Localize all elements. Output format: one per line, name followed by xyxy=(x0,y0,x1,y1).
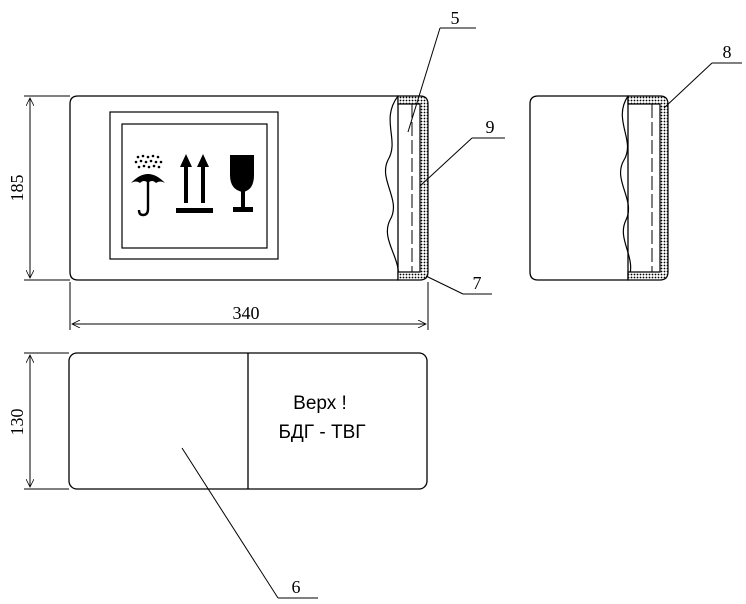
packaging-layer-side xyxy=(627,95,669,281)
callout-5: 5 xyxy=(407,8,476,133)
label-text-line2: БДГ - ТВГ xyxy=(278,422,365,443)
dimension-185-label: 185 xyxy=(7,175,27,202)
callout-7: 7 xyxy=(425,273,492,295)
callout-6: 6 xyxy=(181,447,318,599)
box-side-view xyxy=(529,95,669,281)
handling-label xyxy=(109,111,279,260)
label-text-line1: Верх ! xyxy=(293,393,347,414)
dimension-340-label: 340 xyxy=(233,303,260,323)
dimension-height-bottom: 130 xyxy=(7,352,69,490)
svg-text:9: 9 xyxy=(486,117,495,137)
umbrella-rain-icon xyxy=(131,154,165,217)
dimension-130-label: 130 xyxy=(7,409,27,436)
box-top-view: Верх ! БДГ - ТВГ xyxy=(68,352,428,490)
callout-9: 9 xyxy=(419,117,505,187)
fragile-glass-icon xyxy=(230,155,254,212)
dimension-height-top: 185 xyxy=(7,95,70,281)
svg-text:8: 8 xyxy=(723,42,732,62)
svg-text:7: 7 xyxy=(473,273,482,293)
box-front-view xyxy=(69,95,429,281)
svg-text:6: 6 xyxy=(292,577,301,597)
dimension-width: 340 xyxy=(69,282,429,330)
packaging-layer xyxy=(397,95,429,281)
svg-text:5: 5 xyxy=(451,8,460,28)
this-way-up-arrows-icon xyxy=(176,154,213,213)
callout-8: 8 xyxy=(663,42,742,109)
